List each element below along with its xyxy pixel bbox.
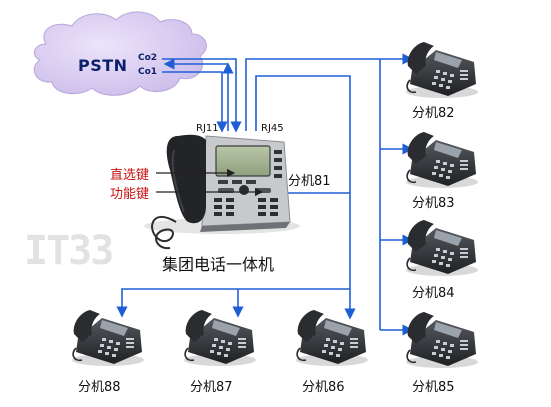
main-phone-graphic: [144, 134, 300, 250]
rj11-port-label: RJ11: [196, 123, 219, 134]
function-key-label: 功能键: [110, 187, 150, 202]
extension-87-label: 分机87: [190, 380, 233, 395]
extension-phone-86-icon: [295, 309, 369, 367]
extension-phone-83-icon: [405, 131, 479, 189]
diagram-title: 集团电话一体机: [162, 255, 275, 274]
extension-83-label: 分机83: [412, 196, 455, 211]
extension-85-label: 分机85: [412, 380, 455, 395]
extension-phone-82-icon: [405, 41, 479, 99]
extension-82-label: 分机82: [412, 106, 455, 121]
connection-lines: [116, 53, 414, 336]
key-pointers: [156, 168, 264, 197]
extension-phone-87-icon: [183, 309, 257, 367]
rj45-port-label: RJ45: [261, 123, 284, 134]
extension-86-label: 分机86: [302, 380, 345, 395]
extension-phone-84-icon: [405, 219, 479, 277]
extension-84-label: 分机84: [412, 286, 455, 301]
co2-label: Co2: [138, 53, 158, 63]
extension-phone-88-icon: [71, 309, 145, 367]
watermark: IT33: [24, 228, 114, 274]
extension-81-label: 分机81: [288, 174, 331, 189]
co1-label: Co1: [138, 67, 158, 77]
direct-select-key-label: 直选键: [110, 168, 150, 183]
extension-88-label: 分机88: [78, 380, 121, 395]
extension-phone-85-icon: [405, 311, 479, 369]
pstn-label: PSTN: [78, 56, 128, 75]
pstn-cloud: [33, 11, 207, 96]
